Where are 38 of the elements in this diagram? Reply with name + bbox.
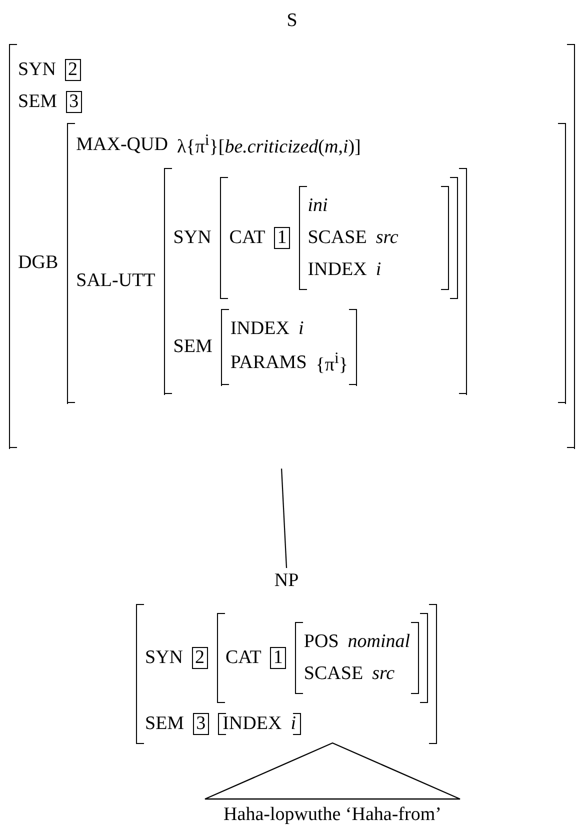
feature-name: CAT — [226, 647, 262, 669]
feature-name: SAL-UTT — [76, 270, 156, 292]
feature-value: nominal — [348, 631, 410, 653]
feature-value: i — [290, 713, 296, 735]
feature-name: SEM — [173, 336, 212, 358]
feature-value: λ{π$^{i}$}[be.criticized(m,i)] — [176, 132, 361, 158]
feature-name: SYN — [173, 227, 212, 250]
feature-name: SYN — [18, 59, 56, 81]
feature-name: PARAMS — [230, 352, 307, 374]
feature-value: i — [376, 259, 382, 282]
category-label: S — [286, 10, 298, 31]
tag-number: 3 — [193, 713, 209, 735]
feature-name: SCASE — [304, 663, 364, 685]
feature-name: DGB — [18, 252, 58, 274]
tag-number: 1 — [274, 227, 290, 250]
feature-name: POS — [304, 631, 339, 653]
tag-number: 1 — [270, 647, 286, 669]
feature-name: MAX-QUD — [76, 134, 168, 156]
feature-name: SEM — [145, 713, 184, 735]
feature-value: {π$^{i}$} — [316, 350, 348, 377]
feature-name: SEM — [18, 91, 58, 113]
feature-name: INDEX — [308, 259, 367, 282]
leaf-text: Haha-lopwuthe ‘Haha-from’ — [222, 804, 442, 826]
tag-number: 2 — [65, 59, 81, 81]
triangle-roof — [205, 742, 460, 800]
feature-name: INDEX — [230, 318, 290, 340]
feature-name: SCASE — [308, 227, 367, 250]
feature-name: CAT — [229, 227, 266, 250]
feature-value: src — [372, 663, 395, 685]
tag-number: 2 — [192, 647, 208, 669]
feature-value: i — [298, 318, 304, 340]
tree-branch — [280, 468, 288, 568]
feature-name: INDEX — [222, 713, 282, 735]
feature-value: src — [376, 227, 398, 250]
category-label: NP — [274, 570, 299, 591]
tag-number: 3 — [66, 91, 82, 113]
feature-name: SYN — [145, 647, 184, 669]
feature-value: ini — [308, 195, 328, 218]
